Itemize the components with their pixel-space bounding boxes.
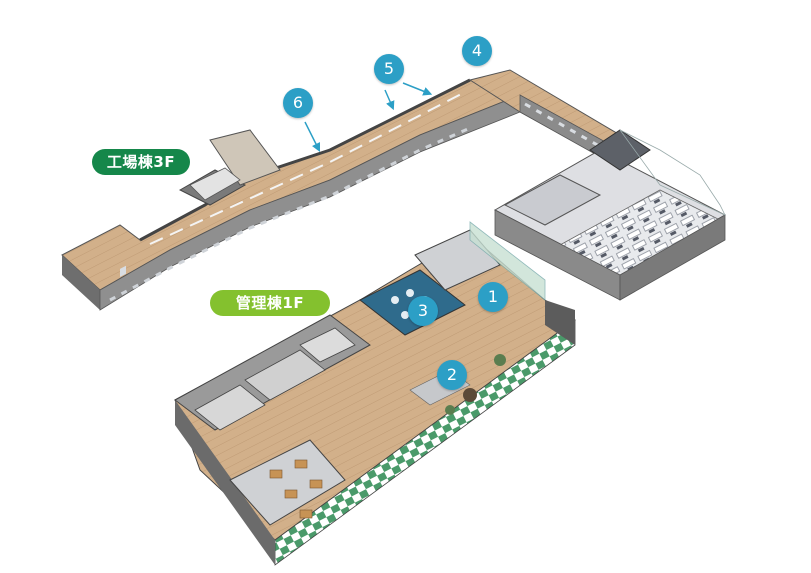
admin-building-label: 管理棟1F — [210, 290, 330, 316]
location-marker-6[interactable]: 6 — [283, 88, 313, 118]
factory-building-label: 工場棟3F — [92, 149, 190, 175]
arrow-marker-5a — [384, 89, 395, 111]
location-marker-2[interactable]: 2 — [437, 360, 467, 390]
arrow-marker-5b — [402, 82, 433, 96]
location-marker-3[interactable]: 3 — [408, 296, 438, 326]
factory-building — [61, 69, 727, 311]
admin-building — [174, 221, 576, 566]
location-marker-4[interactable]: 4 — [462, 36, 492, 66]
location-marker-1[interactable]: 1 — [478, 282, 508, 312]
location-marker-5[interactable]: 5 — [374, 54, 404, 84]
arrow-marker-6 — [304, 121, 321, 153]
